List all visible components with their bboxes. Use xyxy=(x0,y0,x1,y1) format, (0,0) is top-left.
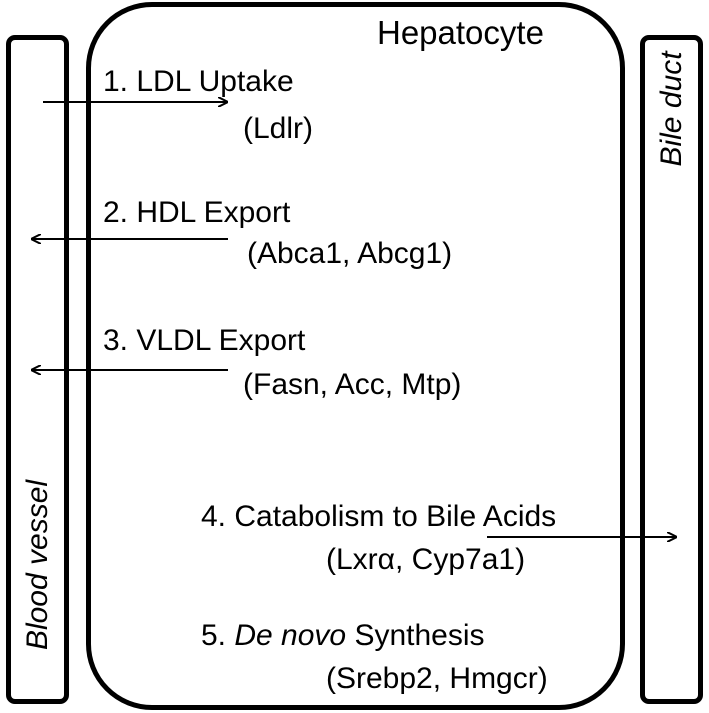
pathway-5-label: 5. De novo Synthesis xyxy=(201,621,485,651)
hepatocyte-box xyxy=(86,2,625,710)
pathway-4-label: 4. Catabolism to Bile Acids xyxy=(201,500,557,533)
pathway-5-genes: (Srebp2, Hmgcr) xyxy=(326,662,548,695)
pathway-1-label: 1. LDL Uptake xyxy=(103,65,294,98)
pathway-3-genes: (Fasn, Acc, Mtp) xyxy=(243,368,462,401)
hepatocyte-title: Hepatocyte xyxy=(377,14,544,51)
pathway-1-genes: (Ldlr) xyxy=(243,112,314,145)
pathway-5-number: 5. xyxy=(201,619,227,652)
pathway-5-rest: Synthesis xyxy=(354,619,485,652)
bile-duct-box xyxy=(640,35,703,704)
pathway-2-genes: (Abca1, Abcg1) xyxy=(247,237,453,270)
pathway-2-label: 2. HDL Export xyxy=(103,196,291,229)
pathway-5-italic: De novo xyxy=(234,619,347,652)
pathway-4-genes: (Lxrα, Cyp7a1) xyxy=(326,543,526,576)
pathway-3-label: 3. VLDL Export xyxy=(103,324,306,357)
